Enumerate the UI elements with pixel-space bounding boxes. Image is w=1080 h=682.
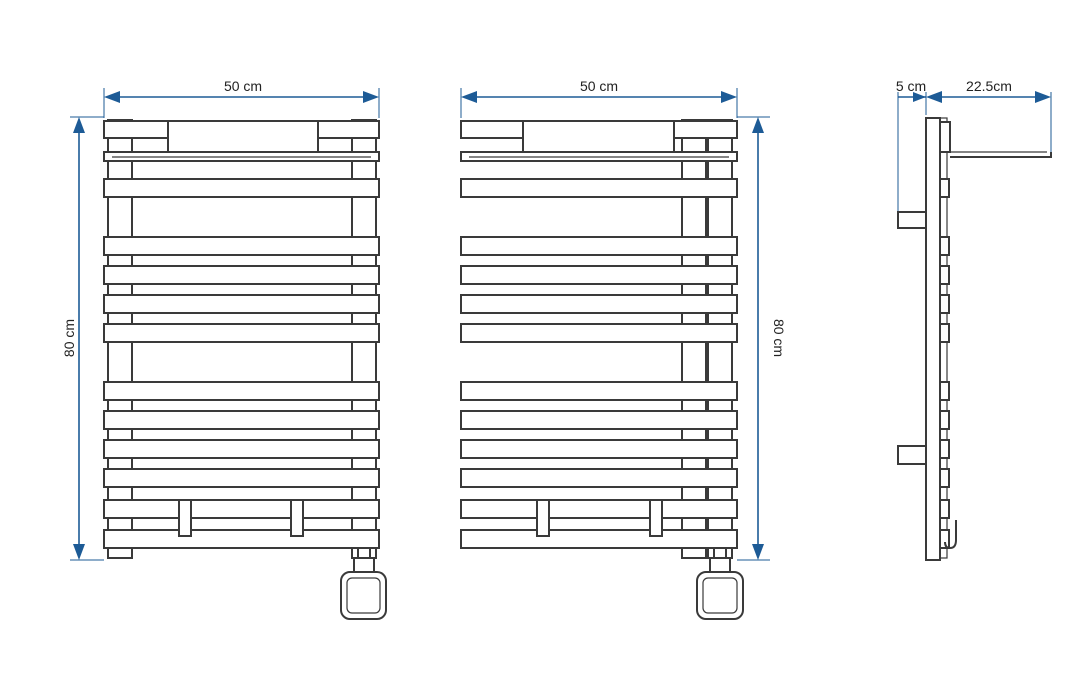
arrow-right-icon <box>363 91 379 103</box>
bar <box>103 265 380 285</box>
bar <box>460 323 738 343</box>
bar <box>460 499 738 519</box>
heating-element-knob-icon <box>340 547 387 620</box>
wall-bracket <box>649 499 663 537</box>
arrow-left-icon <box>926 91 942 103</box>
side-depth-dimension: 22.5cm <box>926 78 1052 158</box>
bar <box>460 410 738 430</box>
bar <box>103 499 380 519</box>
rear-width-dimension: 50 cm <box>460 78 738 118</box>
bar <box>460 294 738 314</box>
front-width-label: 50 cm <box>224 78 262 94</box>
rear-height-label: 80 cm <box>771 319 787 357</box>
side-wall-gap-label: 5 cm <box>896 78 926 94</box>
bar <box>103 439 380 459</box>
bar <box>460 236 738 256</box>
side-bar-ends <box>939 178 950 549</box>
side-depth-label: 22.5cm <box>966 78 1012 94</box>
bar <box>460 381 738 401</box>
towel-hook-icon <box>944 520 957 550</box>
bar <box>460 529 738 549</box>
heating-element-knob-icon <box>696 547 744 620</box>
front-width-dimension: 50 cm <box>103 78 380 118</box>
rear-height-dimension: 80 cm <box>737 116 787 561</box>
arrow-up-icon <box>73 117 85 133</box>
top-cover <box>522 120 675 156</box>
arrow-right-icon <box>1035 91 1051 103</box>
wall-bracket <box>536 499 550 537</box>
bar <box>103 468 380 488</box>
bar <box>103 236 380 256</box>
arrow-left-icon <box>461 91 477 103</box>
arrow-right-icon <box>721 91 737 103</box>
bar <box>103 381 380 401</box>
front-bars <box>103 178 380 549</box>
side-wall-gap-dimension: 5 cm <box>896 78 927 212</box>
bar <box>103 529 380 549</box>
bar <box>460 265 738 285</box>
bar <box>460 439 738 459</box>
front-height-label: 80 cm <box>61 319 77 357</box>
arrow-left-icon <box>104 91 120 103</box>
side-frame <box>925 117 941 561</box>
rear-width-label: 50 cm <box>580 78 618 94</box>
bar <box>103 323 380 343</box>
shelf-mount <box>939 121 951 153</box>
bar <box>103 410 380 430</box>
top-cover <box>167 120 319 156</box>
side-view: 5 cm 22.5cm <box>896 78 1052 561</box>
front-view: 50 cm 80 cm <box>61 78 387 620</box>
arrow-right-icon <box>913 92 926 102</box>
arrow-down-icon <box>73 544 85 560</box>
front-height-dimension: 80 cm <box>61 116 104 561</box>
bar <box>460 178 738 198</box>
bar <box>460 468 738 488</box>
wall-bracket <box>897 445 927 465</box>
wall-bracket <box>290 499 304 537</box>
rear-bars <box>460 178 738 549</box>
bar <box>103 294 380 314</box>
arrow-down-icon <box>752 544 764 560</box>
wall-bracket <box>178 499 192 537</box>
bar <box>103 178 380 198</box>
arrow-up-icon <box>752 117 764 133</box>
rear-view: 50 cm 80 cm <box>460 78 787 620</box>
wall-bracket <box>897 211 927 229</box>
